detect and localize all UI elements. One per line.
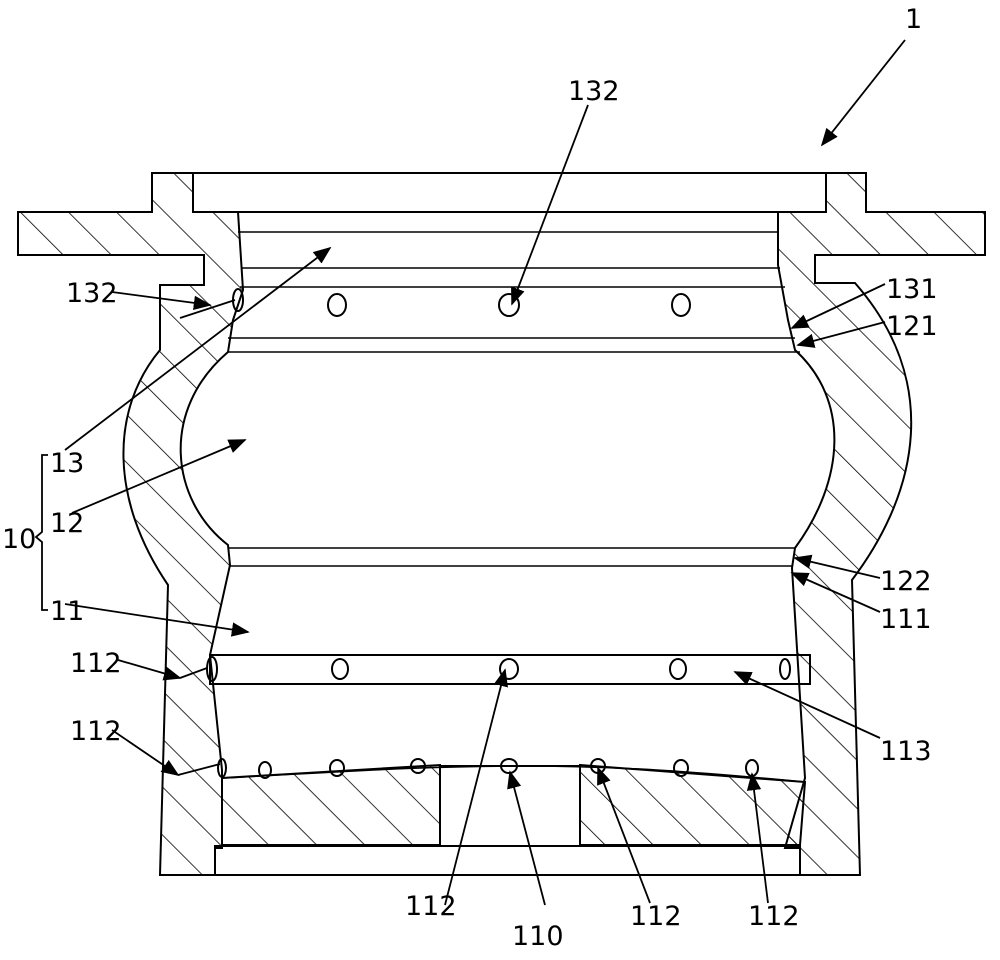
label-11: 11 <box>50 596 84 627</box>
leader-112-a2 <box>179 667 208 679</box>
hole <box>669 658 687 680</box>
leader-132-left <box>111 291 212 311</box>
label-13: 13 <box>50 448 84 479</box>
leader-112-c <box>444 668 508 906</box>
label-10: 10 <box>2 524 36 555</box>
hole <box>217 758 227 778</box>
hole <box>671 293 691 317</box>
hole <box>331 658 349 680</box>
leader-13 <box>64 246 332 451</box>
upper-holes <box>232 288 691 317</box>
label-112-d: 112 <box>630 901 682 932</box>
center-outlet-110 <box>439 765 581 847</box>
label-132-top: 132 <box>568 76 620 107</box>
hole <box>745 759 759 777</box>
hole <box>327 293 347 317</box>
leader-112-a <box>117 659 182 681</box>
label-12: 12 <box>50 508 84 539</box>
leader-12 <box>71 439 247 514</box>
leader-121 <box>796 321 886 348</box>
ring-holes <box>206 656 791 682</box>
right-wall-section <box>777 172 986 876</box>
leader-132-left-b <box>179 299 236 319</box>
left-wall-section <box>17 172 245 876</box>
label-132-left: 132 <box>66 278 118 309</box>
label-111: 111 <box>880 604 932 635</box>
leader-122 <box>793 554 881 579</box>
leader-112-e <box>746 772 769 904</box>
hole <box>498 293 520 317</box>
top-cover-plate <box>192 172 827 213</box>
leader-113 <box>733 671 881 739</box>
bottom-floor-section-right <box>579 763 807 846</box>
leader-111 <box>790 572 881 613</box>
label-121: 121 <box>886 311 938 342</box>
label-122: 122 <box>880 566 932 597</box>
hole <box>329 759 345 777</box>
leader-112-d <box>597 766 651 904</box>
group-brace-10 <box>34 454 48 611</box>
label-112-e: 112 <box>748 901 800 932</box>
hole <box>258 761 272 779</box>
leader-112-b <box>111 729 180 777</box>
label-112-c: 112 <box>405 891 457 922</box>
leader-11 <box>64 603 250 637</box>
leader-110 <box>507 770 546 906</box>
hole <box>410 758 426 774</box>
leader-1 <box>820 39 906 147</box>
leader-lines <box>64 39 906 906</box>
leader-112-b2 <box>177 763 221 776</box>
hole <box>673 759 689 777</box>
label-113: 113 <box>880 736 932 767</box>
leader-131 <box>790 283 886 329</box>
hole <box>779 658 791 680</box>
hole <box>206 656 218 682</box>
label-112-a: 112 <box>70 648 122 679</box>
label-112-b: 112 <box>70 716 122 747</box>
label-1: 1 <box>905 4 922 35</box>
base-plate <box>214 845 801 876</box>
reference-labels: 1 132 132 131 121 13 12 10 11 122 111 11… <box>2 4 938 952</box>
leader-132-top <box>511 104 589 306</box>
lower-ring-113 <box>209 654 811 685</box>
label-131: 131 <box>886 274 938 305</box>
label-110: 110 <box>512 921 564 952</box>
